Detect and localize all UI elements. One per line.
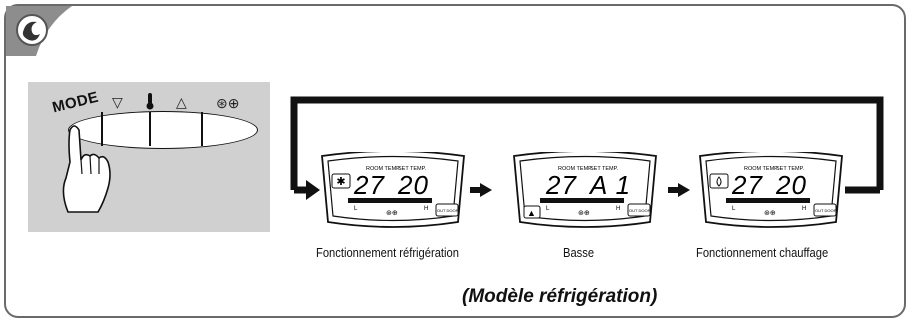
thermometer-icon xyxy=(145,92,155,113)
snowflake-icon xyxy=(331,173,351,189)
svg-text:✱: ✱ xyxy=(336,176,345,188)
fan-icon: ⊛⊕ xyxy=(764,210,776,217)
room-temp-label: ROOM TEMP. xyxy=(744,166,779,172)
temp-down-icon: ▽ xyxy=(112,94,123,110)
outdoor-label: OUT DOOR xyxy=(629,208,651,213)
set-temp-label: SET TEMP. xyxy=(398,166,427,172)
button-divider xyxy=(201,112,203,146)
lcd-display-cooling: ✱ ROOM TEMP. SET TEMP. 27 20 L H ⊛⊕ OUT … xyxy=(321,152,465,228)
low-label: L xyxy=(354,206,358,212)
pressing-hand-icon xyxy=(62,125,111,213)
high-label: H xyxy=(802,206,806,212)
caption-cooling: Fonctionnement réfrigération xyxy=(316,245,459,260)
fan-icon: ⊛⊕ xyxy=(578,210,590,217)
low-label: L xyxy=(546,206,550,212)
room-temp-value: 27 xyxy=(545,170,577,200)
room-temp-value: 27 xyxy=(353,170,385,200)
high-label: H xyxy=(616,206,620,212)
fan-mode-icon xyxy=(523,205,541,219)
high-label: H xyxy=(424,206,428,212)
model-note: (Modèle réfrigération) xyxy=(462,286,658,307)
lcd-display-low: ROOM TEMP. SET TEMP. 27 A 1 L H ⊛⊕ ▲ OUT… xyxy=(513,152,657,228)
set-temp-value: 20 xyxy=(775,170,807,200)
outdoor-label: OUT DOOR xyxy=(437,208,459,213)
button-divider xyxy=(149,112,151,146)
svg-text:▲: ▲ xyxy=(527,208,536,218)
low-label: L xyxy=(732,206,736,212)
fan-speed-icon: ⊛⊕ xyxy=(216,95,240,111)
room-temp-value: 27 xyxy=(731,170,763,200)
droplet-icon xyxy=(709,173,729,189)
lcd-display-heating: ROOM TEMP. SET TEMP. 27 20 L H ⊛⊕ OUT DO… xyxy=(699,152,843,228)
set-temp-label: SET TEMP. xyxy=(776,166,805,172)
remote-button-strip xyxy=(68,111,258,149)
caption-heating: Fonctionnement chauffage xyxy=(696,245,829,260)
temp-up-icon: △ xyxy=(176,94,187,110)
caption-low: Basse xyxy=(563,245,595,260)
room-temp-label: ROOM TEMP. xyxy=(366,166,401,172)
set-temp-value: A 1 xyxy=(588,170,631,200)
room-temp-label: ROOM TEMP. xyxy=(558,166,593,172)
button-divider xyxy=(101,112,103,146)
section-logo-icon xyxy=(6,6,72,56)
outdoor-label: OUT DOOR xyxy=(815,208,837,213)
fan-icon: ⊛⊕ xyxy=(386,210,398,217)
set-temp-value: 20 xyxy=(397,170,429,200)
set-temp-label: SET TEMP. xyxy=(590,166,619,172)
